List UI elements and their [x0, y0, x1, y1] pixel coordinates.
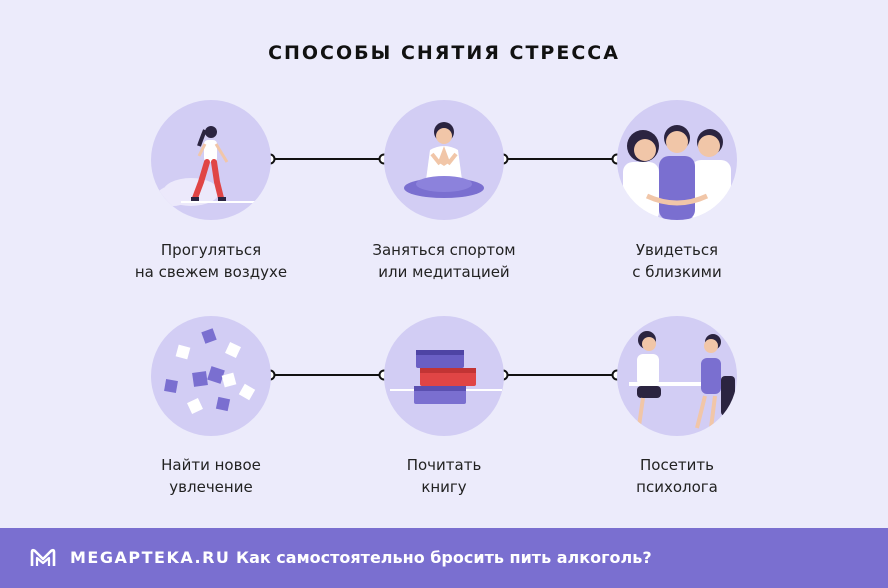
megapteka-logo-icon [30, 548, 56, 566]
puzzle-pieces-icon [164, 328, 256, 414]
circle-meditation [384, 100, 504, 220]
family-hug-icon [623, 125, 731, 220]
caption-psychologist: Посетить психолога [636, 456, 718, 496]
psychologist-session-icon [629, 331, 735, 429]
circle-puzzle [151, 316, 271, 436]
circle-books [384, 316, 504, 436]
caption-family: Увидеться с близкими [632, 241, 722, 281]
page-title: СПОСОБЫ СНЯТИЯ СТРЕССА [268, 42, 620, 64]
circle-family [617, 100, 737, 220]
books-icon [390, 350, 502, 404]
brand-name[interactable]: MEGAPTEKA.RU [70, 548, 231, 567]
footer-article-title[interactable]: Как самостоятельно бросить пить алкоголь… [236, 548, 652, 567]
connector-line [264, 369, 390, 381]
connector-line [497, 153, 623, 165]
caption-books: Почитать книгу [406, 456, 482, 496]
walking-woman-icon [157, 126, 256, 206]
connector-line [264, 153, 390, 165]
caption-meditation: Заняться спортом или медитацией [372, 241, 516, 281]
meditation-icon [404, 122, 484, 198]
circle-psychologist [617, 316, 737, 436]
circle-walk [151, 100, 271, 220]
caption-walk: Прогуляться на свежем воздухе [134, 241, 288, 281]
connector-line [497, 369, 623, 381]
footer-bar: MEGAPTEKA.RU Как самостоятельно бросить … [0, 528, 888, 588]
caption-puzzle: Найти новое увлечение [161, 456, 261, 496]
